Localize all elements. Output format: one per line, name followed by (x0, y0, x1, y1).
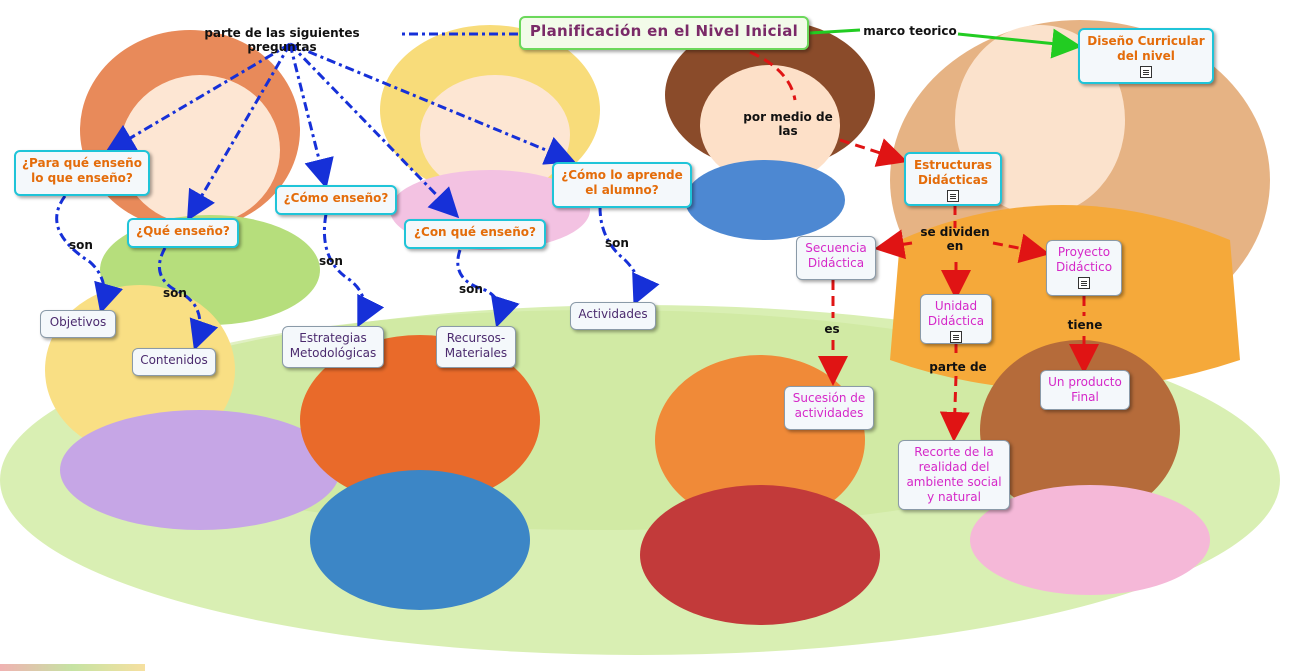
link-que-contenidos (157, 247, 219, 351)
label-es: es (824, 322, 840, 336)
proyecto-label: Proyecto Didáctico (1055, 245, 1113, 274)
node-recursos[interactable]: Recursos-Materiales (436, 326, 516, 368)
document-icon[interactable] (947, 190, 959, 202)
link-to-proyecto (992, 233, 1050, 264)
node-sucesion-actividades[interactable]: Sucesión de actividades (784, 386, 874, 430)
link-to-para-que (104, 42, 291, 154)
node-estructuras-didacticas[interactable]: Estructuras Didácticas (904, 152, 1002, 206)
boy-shirt-back (310, 470, 530, 610)
label-parte-de: parte de (929, 360, 987, 374)
link-para-que-objetivos (55, 195, 124, 314)
girl-face-top (420, 75, 570, 195)
girl-dress-bottom (60, 410, 340, 530)
node-actividades[interactable]: Actividades (570, 302, 656, 330)
diseno-label: Diseño Curricular del nivel (1087, 34, 1205, 63)
title-node[interactable]: Planificación en el Nivel Inicial (519, 16, 809, 50)
girl-dress-right (970, 485, 1210, 595)
estructuras-label: Estructuras Didácticas (913, 158, 993, 187)
label-son-1: son (69, 238, 93, 252)
link-con-que-recursos (456, 249, 520, 328)
label-son-3: son (319, 254, 343, 268)
document-icon[interactable] (1140, 66, 1152, 78)
node-secuencia-didactica[interactable]: Secuencia Didáctica (796, 236, 876, 280)
label-son-2: son (163, 286, 187, 300)
node-estrategias[interactable]: Estrategias Metodológicas (282, 326, 384, 368)
document-icon[interactable] (950, 331, 962, 343)
link-to-que (186, 43, 292, 222)
link-como-aprende-actividades (598, 206, 660, 306)
node-como-aprende[interactable]: ¿Cómo lo aprende el alumno? (552, 162, 692, 208)
node-proyecto-didactico[interactable]: Proyecto Didáctico (1046, 240, 1122, 296)
node-unidad-didactica[interactable]: Unidad Didáctica (920, 294, 992, 344)
link-como-estrategias (322, 213, 385, 328)
boy-face-curly (700, 65, 840, 185)
node-para-que-enseno[interactable]: ¿Para qué enseño lo que enseño? (14, 150, 150, 196)
node-recorte-realidad[interactable]: Recorte de la realidad del ambiente soci… (898, 440, 1010, 510)
node-objetivos[interactable]: Objetivos (40, 310, 116, 338)
label-tiene: tiene (1067, 318, 1103, 332)
label-son-4: son (459, 282, 483, 296)
link-title-marco (809, 28, 861, 35)
node-contenidos[interactable]: Contenidos (132, 348, 216, 376)
link-to-como (288, 43, 334, 189)
boy-shirt-curly (685, 160, 845, 240)
link-title-por-medio (749, 50, 797, 101)
link-to-como-aprende (289, 42, 576, 165)
title-text: Planificación en el Nivel Inicial (529, 22, 799, 40)
girl-hair-right (980, 340, 1180, 520)
node-que-enseno[interactable]: ¿Qué enseño? (127, 218, 239, 248)
label-parte-preguntas: parte de las siguientes preguntas (204, 26, 360, 54)
bottom-color-strip (0, 664, 145, 671)
document-icon[interactable] (1078, 277, 1090, 289)
node-diseno-curricular[interactable]: Diseño Curricular del nivel (1078, 28, 1214, 84)
boy2-shirt-back (640, 485, 880, 625)
link-to-secuencia (874, 229, 913, 260)
unidad-label: Unidad Didáctica (927, 299, 985, 328)
label-son-5: son (605, 236, 629, 250)
node-producto-final[interactable]: Un producto Final (1040, 370, 1130, 410)
label-por-medio: por medio de las (743, 110, 833, 138)
link-por-medio-estructuras (839, 138, 908, 167)
link-marco-diseno (957, 28, 1082, 59)
girl-face-left (120, 75, 280, 225)
label-se-dividen: se dividen en (920, 225, 990, 253)
node-como-enseno[interactable]: ¿Cómo enseño? (275, 185, 397, 215)
node-con-que-enseno[interactable]: ¿Con qué enseño? (404, 219, 546, 249)
link-parte-de-recorte (939, 375, 970, 442)
label-marco-teorico: marco teorico (863, 24, 957, 38)
boy-hair-back (300, 335, 540, 505)
